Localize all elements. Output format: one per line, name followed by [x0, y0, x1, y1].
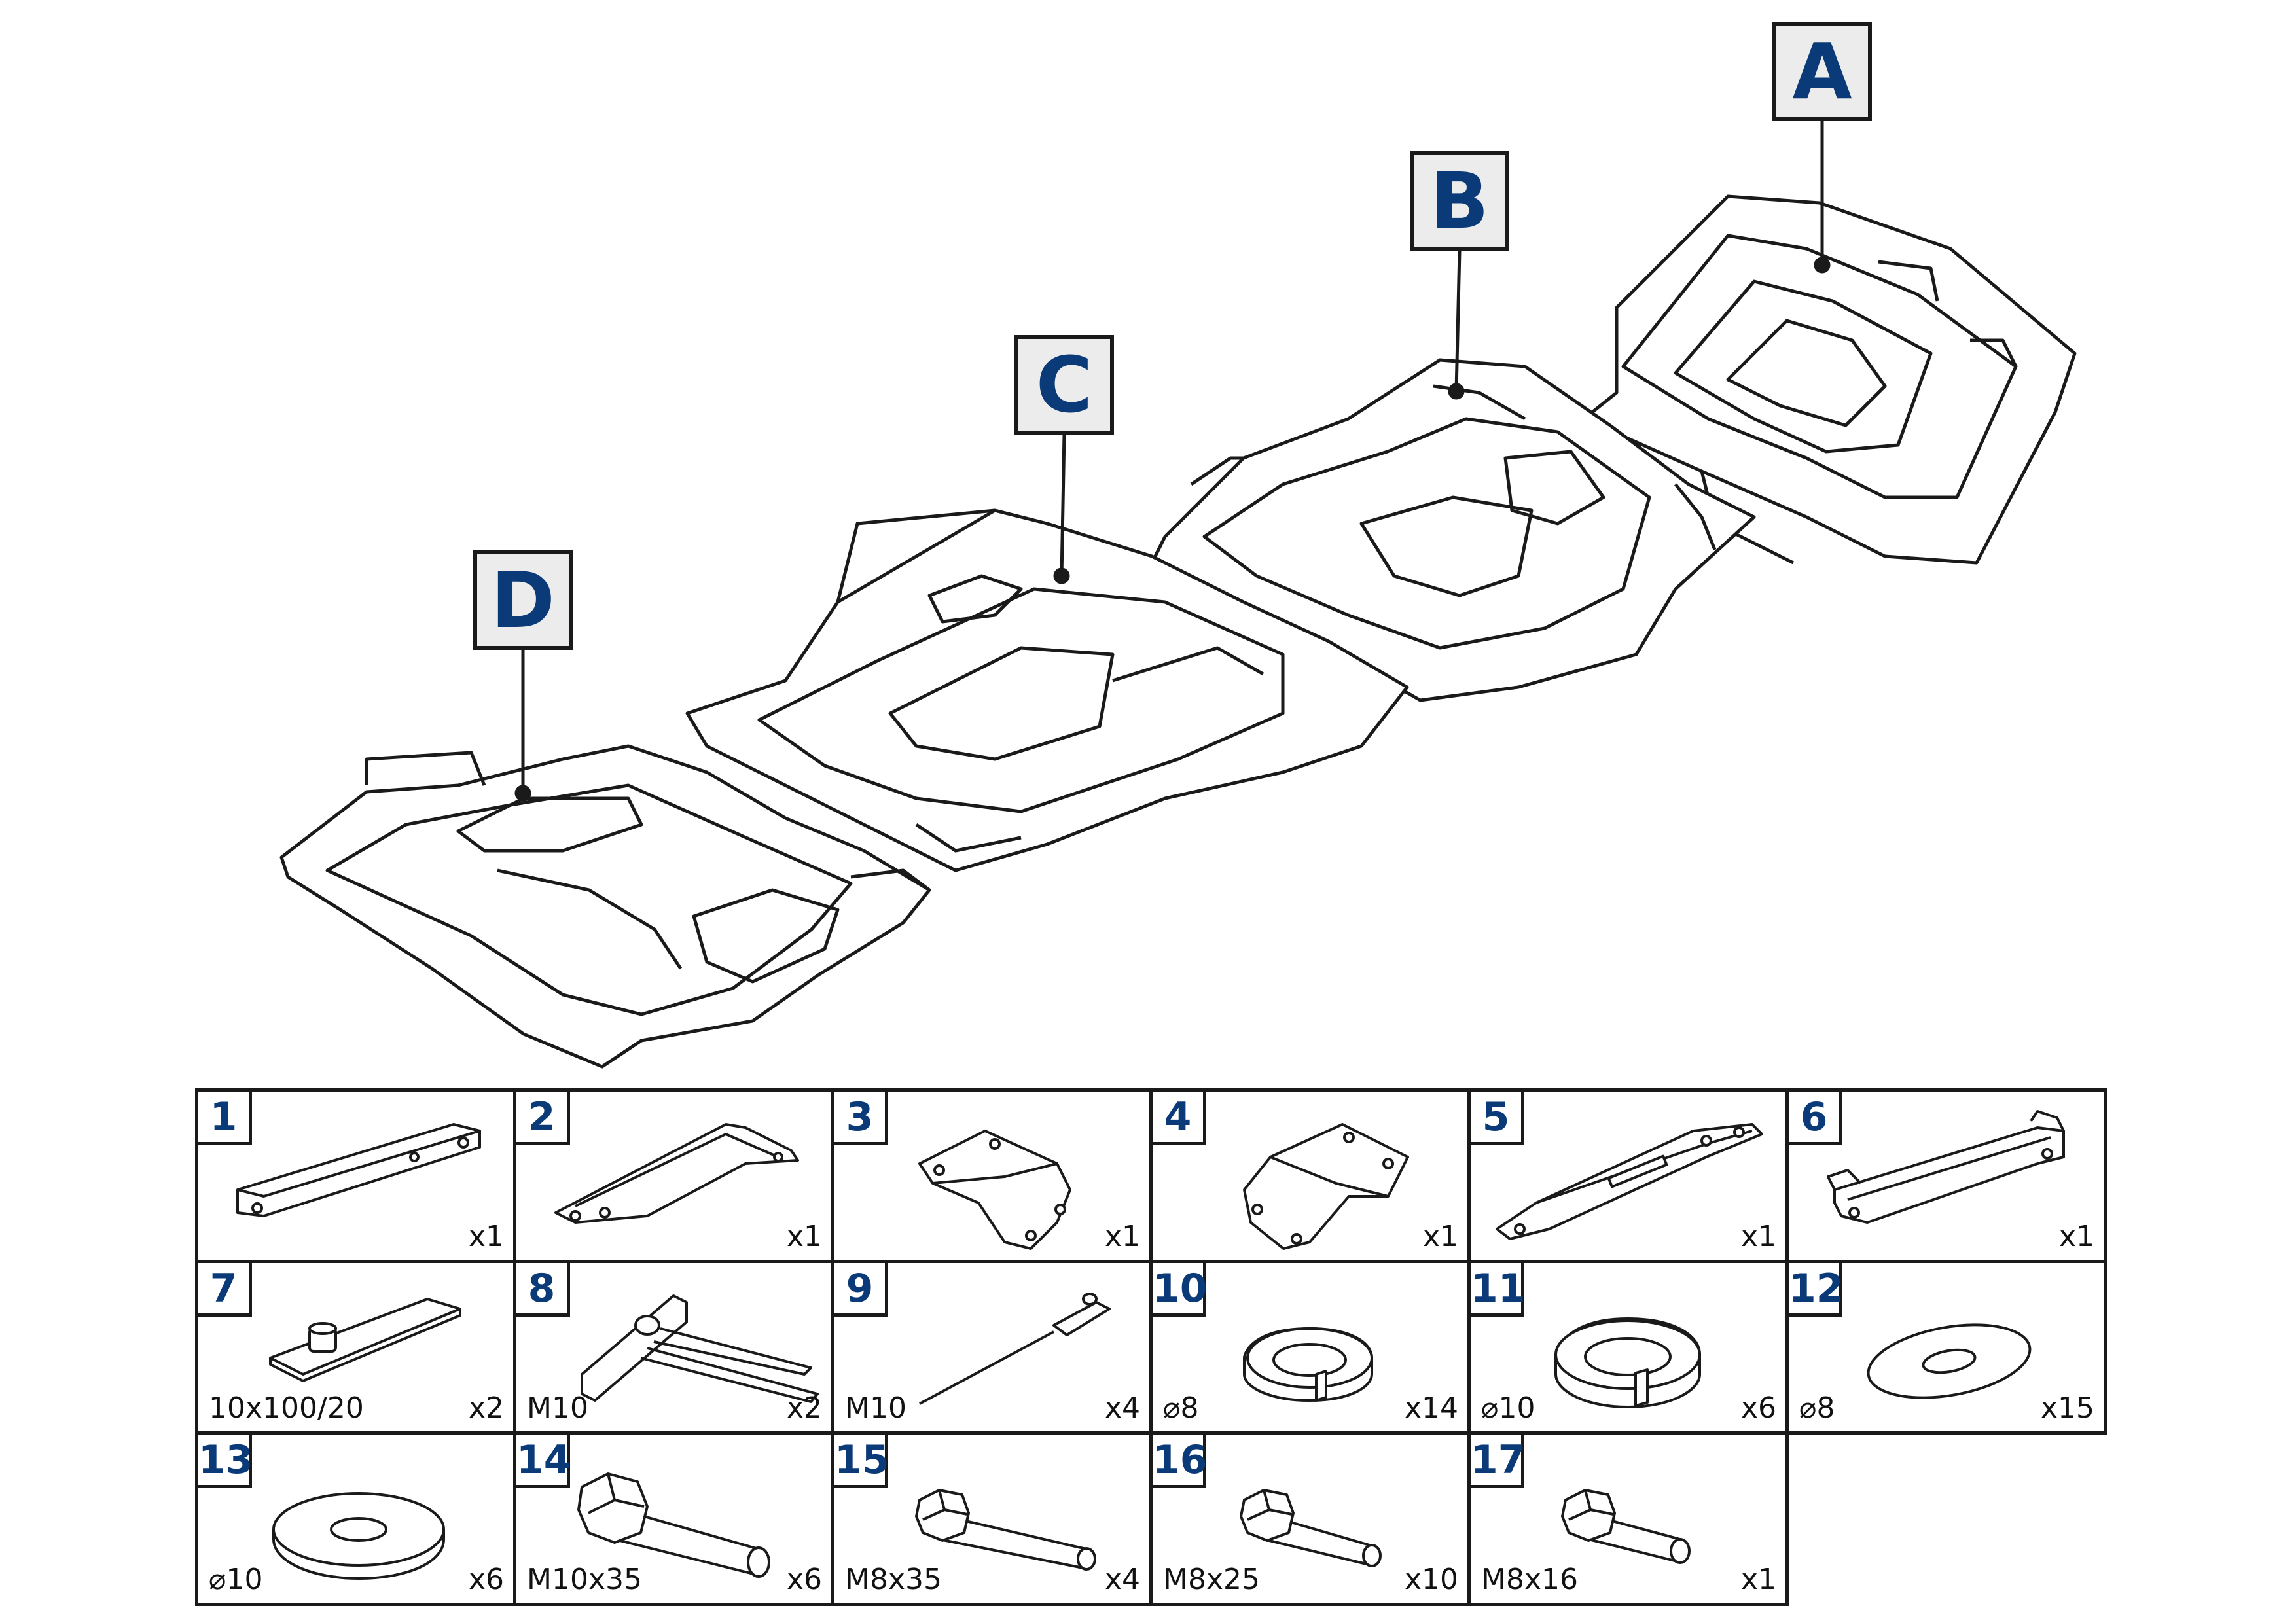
wire-guide-nut-icon	[919, 1293, 1111, 1405]
part-cell-3: 3 x1	[831, 1088, 1153, 1263]
clip-nut-with-wire-icon	[581, 1294, 819, 1403]
part-number: 13	[198, 1435, 253, 1488]
angled-bracket-icon	[554, 1123, 799, 1224]
channel-bracket-icon	[1827, 1110, 2065, 1224]
leader-dot-c	[1053, 567, 1070, 584]
leader-dot-a	[1814, 257, 1831, 274]
leader-dot-d	[514, 785, 531, 802]
part-cell-10: 10 ⌀8 x14	[1149, 1260, 1471, 1435]
part-spec: ⌀8	[1163, 1391, 1199, 1425]
part-cell-4: 4 x1	[1149, 1088, 1471, 1263]
part-qty: x1	[2058, 1220, 2094, 1253]
bent-plate-bracket-icon	[1243, 1123, 1409, 1250]
part-qty: x1	[468, 1220, 504, 1253]
flat-washer-icon	[1867, 1323, 2032, 1399]
callout-c: C	[1014, 335, 1114, 435]
part-spec: M8x25	[1163, 1563, 1260, 1596]
part-number: 4	[1153, 1092, 1206, 1145]
plate-a	[1582, 194, 2077, 565]
part-qty: x1	[1104, 1220, 1140, 1253]
part-spec: M10	[845, 1391, 906, 1425]
callout-a: A	[1772, 22, 1872, 121]
part-spec: M10	[527, 1391, 588, 1425]
part-number: 11	[1471, 1263, 1526, 1317]
part-cell-13: 13 ⌀10 x6	[195, 1431, 516, 1606]
flat-washer-icon	[272, 1492, 445, 1580]
part-number: 7	[198, 1263, 252, 1317]
part-qty: x1	[1422, 1220, 1458, 1253]
part-spec: ⌀10	[1481, 1391, 1535, 1425]
part-spec: M8x16	[1481, 1563, 1578, 1596]
part-cell-15: 15 M8x35 x4	[831, 1431, 1153, 1606]
parts-table: 1 x1 2 x1 3	[195, 1088, 2107, 1606]
leader-line-b	[1454, 250, 1462, 392]
part-number: 2	[516, 1092, 570, 1145]
part-qty: x4	[1104, 1563, 1140, 1596]
part-qty: x6	[786, 1563, 822, 1596]
part-number: 1	[198, 1092, 252, 1145]
part-qty: x6	[1740, 1391, 1776, 1425]
part-qty: x14	[1404, 1391, 1458, 1425]
part-cell-11: 11 ⌀10 x6	[1467, 1260, 1789, 1435]
part-spec: ⌀10	[209, 1563, 263, 1596]
plate-d	[279, 744, 931, 1069]
part-number: 16	[1153, 1435, 1208, 1488]
part-cell-14: 14 M10x35 x6	[513, 1431, 834, 1606]
skid-plate-exploded-view: A B C D	[279, 22, 2077, 1069]
part-number: 3	[834, 1092, 888, 1145]
hex-bolt-icon	[1561, 1489, 1691, 1564]
part-cell-1: 1 x1	[195, 1088, 516, 1263]
empty-cell	[1787, 1433, 2106, 1605]
part-qty: x1	[786, 1220, 822, 1253]
part-cell-9: 9 M10 x4	[831, 1260, 1153, 1435]
part-number: 15	[834, 1435, 889, 1488]
part-qty: x4	[1104, 1391, 1140, 1425]
bent-plate-bracket-icon	[918, 1130, 1071, 1250]
part-spec: M8x35	[845, 1563, 942, 1596]
plate-c	[685, 508, 1409, 872]
hex-bolt-icon	[1240, 1489, 1382, 1567]
callout-d: D	[473, 550, 573, 650]
part-qty: x1	[1740, 1220, 1776, 1253]
spring-washer-icon	[1554, 1317, 1701, 1408]
rail-bracket-icon	[236, 1123, 481, 1217]
part-number: 6	[1789, 1092, 1842, 1145]
skid-plates-drawing	[279, 121, 2077, 1069]
part-qty: x2	[468, 1391, 504, 1425]
part-qty: x10	[1404, 1563, 1458, 1596]
part-number: 10	[1153, 1263, 1208, 1317]
part-number: 12	[1789, 1263, 1844, 1317]
part-cell-17: 17 M8x16 x1	[1467, 1431, 1789, 1606]
hex-bolt-icon	[915, 1489, 1096, 1571]
hex-bolt-icon	[577, 1472, 770, 1578]
part-number: 5	[1471, 1092, 1524, 1145]
spring-washer-icon	[1243, 1327, 1373, 1402]
part-cell-12: 12 ⌀8 x15	[1785, 1260, 2107, 1435]
part-number: 14	[516, 1435, 571, 1488]
part-number: 9	[834, 1263, 888, 1317]
part-spec: M10x35	[527, 1563, 642, 1596]
part-qty: x6	[468, 1563, 504, 1596]
part-qty: x2	[786, 1391, 822, 1425]
leader-dot-b	[1448, 383, 1465, 400]
part-qty: x1	[1740, 1563, 1776, 1596]
part-spec: 10x100/20	[209, 1391, 364, 1425]
part-number: 17	[1471, 1435, 1526, 1488]
part-spec: ⌀8	[1799, 1391, 1835, 1425]
long-slotted-bracket-icon	[1496, 1123, 1763, 1240]
nut-plate-icon	[269, 1298, 461, 1382]
part-cell-2: 2 x1	[513, 1088, 834, 1263]
part-qty: x15	[2040, 1391, 2094, 1425]
leader-line-c	[1060, 434, 1066, 577]
part-number: 8	[516, 1263, 570, 1317]
callout-b: B	[1410, 151, 1509, 251]
part-cell-8: 8 M10 x2	[513, 1260, 834, 1435]
part-cell-5: 5 x1	[1467, 1088, 1789, 1263]
part-cell-7: 7 10x100/20 x2	[195, 1260, 516, 1435]
part-cell-6: 6 x1	[1785, 1088, 2107, 1263]
part-cell-16: 16 M8x25 x10	[1149, 1431, 1471, 1606]
